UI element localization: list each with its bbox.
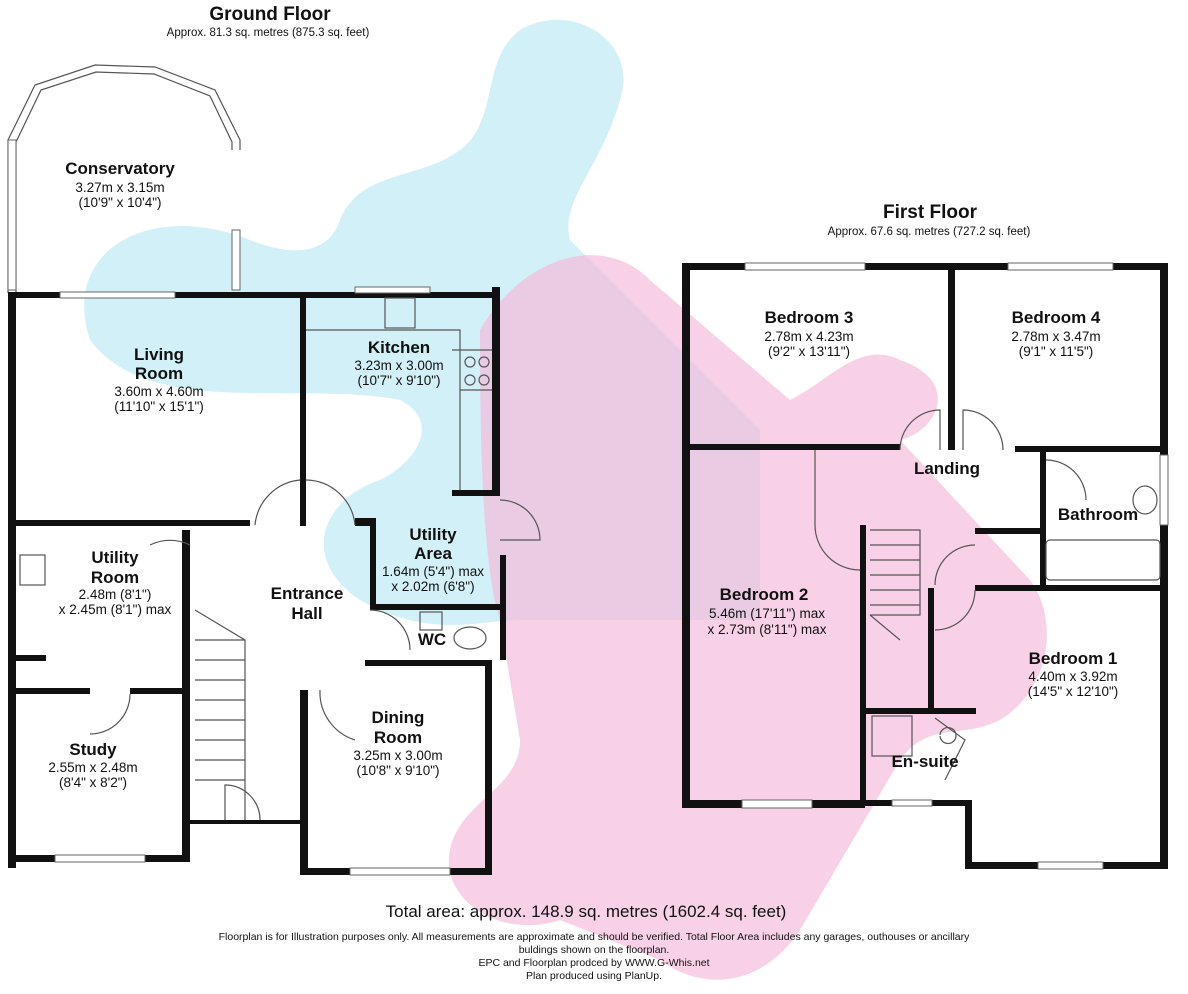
window xyxy=(1037,861,1104,870)
room-conservatory: Conservatory 3.27m x 3.15m (10'9" x 10'4… xyxy=(65,159,175,210)
svg-text:Bedroom 4: Bedroom 4 xyxy=(1012,308,1101,327)
window xyxy=(891,799,933,807)
total-area: Total area: approx. 148.9 sq. metres (16… xyxy=(386,902,787,921)
svg-text:WC: WC xyxy=(418,630,446,649)
room-utility-area: Utility Area 1.64m (5'4") max x 2.02m (6… xyxy=(382,525,484,594)
ground-floor-area: Approx. 81.3 sq. metres (875.3 sq. feet) xyxy=(167,27,370,39)
svg-text:3.25m x 3.00m: 3.25m x 3.00m xyxy=(353,748,442,763)
svg-text:Bathroom: Bathroom xyxy=(1058,505,1138,524)
staircase xyxy=(869,529,921,641)
window xyxy=(7,139,17,291)
svg-text:Hall: Hall xyxy=(291,604,322,623)
window xyxy=(354,286,431,294)
room-bedroom-4: Bedroom 4 2.78m x 3.47m (9'1" x 11'5") xyxy=(1011,308,1101,359)
svg-text:Living: Living xyxy=(134,345,184,364)
svg-text:(10'8" x 9'10"): (10'8" x 9'10") xyxy=(356,763,439,778)
svg-text:Utility: Utility xyxy=(409,525,457,544)
svg-text:1.64m (5'4") max: 1.64m (5'4") max xyxy=(382,564,484,579)
svg-text:Conservatory: Conservatory xyxy=(65,159,175,178)
svg-text:2.55m x 2.48m: 2.55m x 2.48m xyxy=(48,760,137,775)
window xyxy=(59,291,176,299)
ground-floor-title: Ground Floor xyxy=(209,4,331,25)
room-en-suite: En-suite xyxy=(891,752,958,771)
room-bedroom-2: Bedroom 2 5.46m (17'11") max x 2.73m (8'… xyxy=(708,585,827,637)
window xyxy=(349,867,451,876)
producer-credit: EPC and Floorplan prodced by WWW.G-Whis.… xyxy=(478,957,709,969)
svg-text:(11'10" x 15'1"): (11'10" x 15'1") xyxy=(114,399,204,414)
svg-text:Landing: Landing xyxy=(914,459,980,478)
svg-text:Dining: Dining xyxy=(372,708,425,727)
room-utility-room: Utility Room 2.48m (8'1") x 2.45m (8'1")… xyxy=(59,548,172,617)
svg-text:3.60m x 4.60m: 3.60m x 4.60m xyxy=(114,384,203,399)
room-wc: WC xyxy=(418,630,446,649)
watermark-logo xyxy=(84,19,1047,980)
svg-text:5.46m (17'11") max: 5.46m (17'11") max xyxy=(709,606,825,621)
svg-text:4.40m x 3.92m: 4.40m x 3.92m xyxy=(1028,669,1117,684)
svg-text:(9'2" x 13'11"): (9'2" x 13'11") xyxy=(768,344,850,359)
svg-text:Entrance: Entrance xyxy=(271,584,344,603)
room-bedroom-1: Bedroom 1 4.40m x 3.92m (14'5" x 12'10") xyxy=(1028,649,1119,699)
svg-text:Study: Study xyxy=(69,740,117,759)
svg-text:(14'5" x 12'10"): (14'5" x 12'10") xyxy=(1028,684,1119,699)
svg-text:Utility: Utility xyxy=(91,548,139,567)
window xyxy=(1007,262,1114,271)
svg-text:(10'9" x 10'4"): (10'9" x 10'4") xyxy=(78,195,161,210)
svg-text:3.27m x 3.15m: 3.27m x 3.15m xyxy=(75,180,164,195)
disclaimer-line: buldings shown on the floorplan. xyxy=(519,944,670,956)
staircase xyxy=(194,609,246,820)
svg-text:x 2.45m (8'1") max: x 2.45m (8'1") max xyxy=(59,602,172,617)
svg-text:En-suite: En-suite xyxy=(891,752,958,771)
watermark-pink-shape xyxy=(448,255,1047,980)
room-kitchen: Kitchen 3.23m x 3.00m (10'7" x 9'10") xyxy=(354,338,443,388)
svg-text:(10'7" x 9'10"): (10'7" x 9'10") xyxy=(357,373,440,388)
svg-text:(8'4" x 8'2"): (8'4" x 8'2") xyxy=(59,775,127,790)
room-study: Study 2.55m x 2.48m (8'4" x 8'2") xyxy=(48,740,137,790)
svg-text:x 2.73m (8'11") max: x 2.73m (8'11") max xyxy=(708,622,827,637)
window xyxy=(741,799,813,809)
window xyxy=(1159,454,1169,526)
svg-text:x 2.02m (6'8"): x 2.02m (6'8") xyxy=(391,579,474,594)
svg-text:Room: Room xyxy=(91,568,139,587)
conservatory-outline xyxy=(7,64,241,293)
ground-floor-plan xyxy=(7,64,541,876)
window xyxy=(54,854,146,863)
svg-text:Room: Room xyxy=(135,364,183,383)
svg-text:(9'1" x 11'5"): (9'1" x 11'5") xyxy=(1019,344,1094,359)
room-bedroom-3: Bedroom 3 2.78m x 4.23m (9'2" x 13'11") xyxy=(764,308,853,359)
room-bathroom: Bathroom xyxy=(1058,505,1138,524)
svg-text:Bedroom 3: Bedroom 3 xyxy=(765,308,854,327)
room-landing: Landing xyxy=(914,459,980,478)
svg-text:Bedroom 1: Bedroom 1 xyxy=(1029,649,1118,668)
window xyxy=(744,262,866,271)
svg-text:3.23m x 3.00m: 3.23m x 3.00m xyxy=(354,358,443,373)
svg-text:2.78m x 3.47m: 2.78m x 3.47m xyxy=(1011,329,1100,344)
window xyxy=(231,229,241,291)
first-floor-title: First Floor xyxy=(883,202,978,223)
first-floor-area: Approx. 67.6 sq. metres (727.2 sq. feet) xyxy=(828,226,1031,238)
kitchen-units xyxy=(306,329,492,490)
svg-text:2.78m x 4.23m: 2.78m x 4.23m xyxy=(764,329,853,344)
svg-text:2.48m (8'1"): 2.48m (8'1") xyxy=(79,587,152,602)
svg-text:Bedroom 2: Bedroom 2 xyxy=(720,585,809,604)
software-credit: Plan produced using PlanUp. xyxy=(526,970,662,982)
disclaimer-line: Floorplan is for Illustration purposes o… xyxy=(219,931,971,943)
svg-text:Kitchen: Kitchen xyxy=(368,338,430,357)
first-floor-plan xyxy=(682,262,1169,870)
room-entrance-hall: Entrance Hall xyxy=(271,584,344,623)
svg-text:Room: Room xyxy=(374,728,422,747)
room-dining-room: Dining Room 3.25m x 3.00m (10'8" x 9'10"… xyxy=(353,708,442,778)
svg-text:Area: Area xyxy=(414,544,452,563)
room-living-room: Living Room 3.60m x 4.60m (11'10" x 15'1… xyxy=(114,345,204,414)
